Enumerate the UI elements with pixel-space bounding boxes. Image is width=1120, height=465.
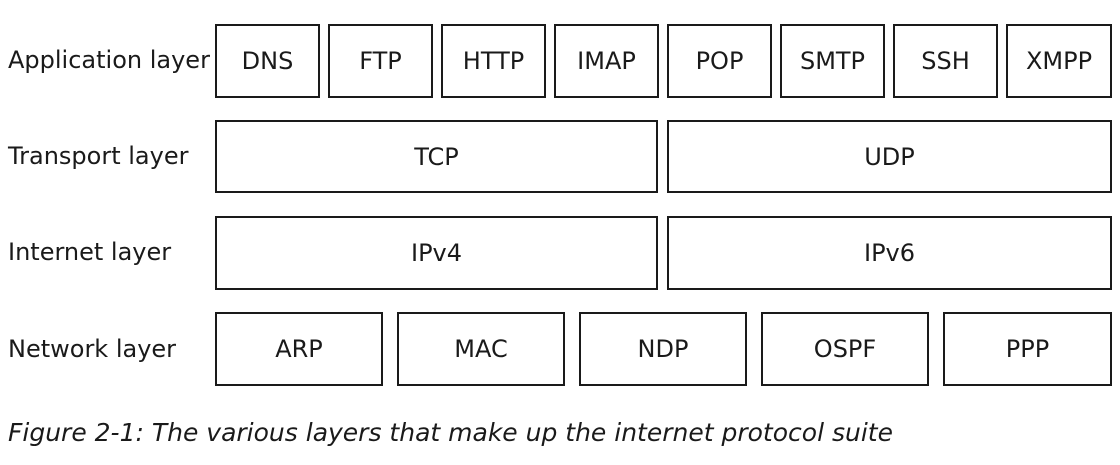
protocol-box-mac: MAC: [397, 312, 565, 386]
protocol-box-tcp: TCP: [215, 120, 658, 193]
protocol-box-imap: IMAP: [554, 24, 659, 98]
protocol-box-ipv4: IPv4: [215, 216, 658, 290]
layer-label-transport: Transport layer: [8, 142, 189, 170]
layer-label-application: Application layer: [8, 46, 210, 74]
protocol-box-ospf: OSPF: [761, 312, 929, 386]
layer-label-internet: Internet layer: [8, 238, 172, 266]
protocol-box-arp: ARP: [215, 312, 383, 386]
protocol-box-smtp: SMTP: [780, 24, 885, 98]
protocol-box-ppp: PPP: [943, 312, 1112, 386]
protocol-box-ftp: FTP: [328, 24, 433, 98]
protocol-box-udp: UDP: [667, 120, 1112, 193]
protocol-box-ndp: NDP: [579, 312, 747, 386]
protocol-box-ipv6: IPv6: [667, 216, 1112, 290]
protocol-box-pop: POP: [667, 24, 772, 98]
protocol-box-ssh: SSH: [893, 24, 998, 98]
protocol-box-http: HTTP: [441, 24, 546, 98]
protocol-box-dns: DNS: [215, 24, 320, 98]
protocol-box-xmpp: XMPP: [1006, 24, 1112, 98]
figure-caption: Figure 2-1: The various layers that make…: [8, 418, 893, 447]
layer-label-network: Network layer: [8, 335, 177, 363]
